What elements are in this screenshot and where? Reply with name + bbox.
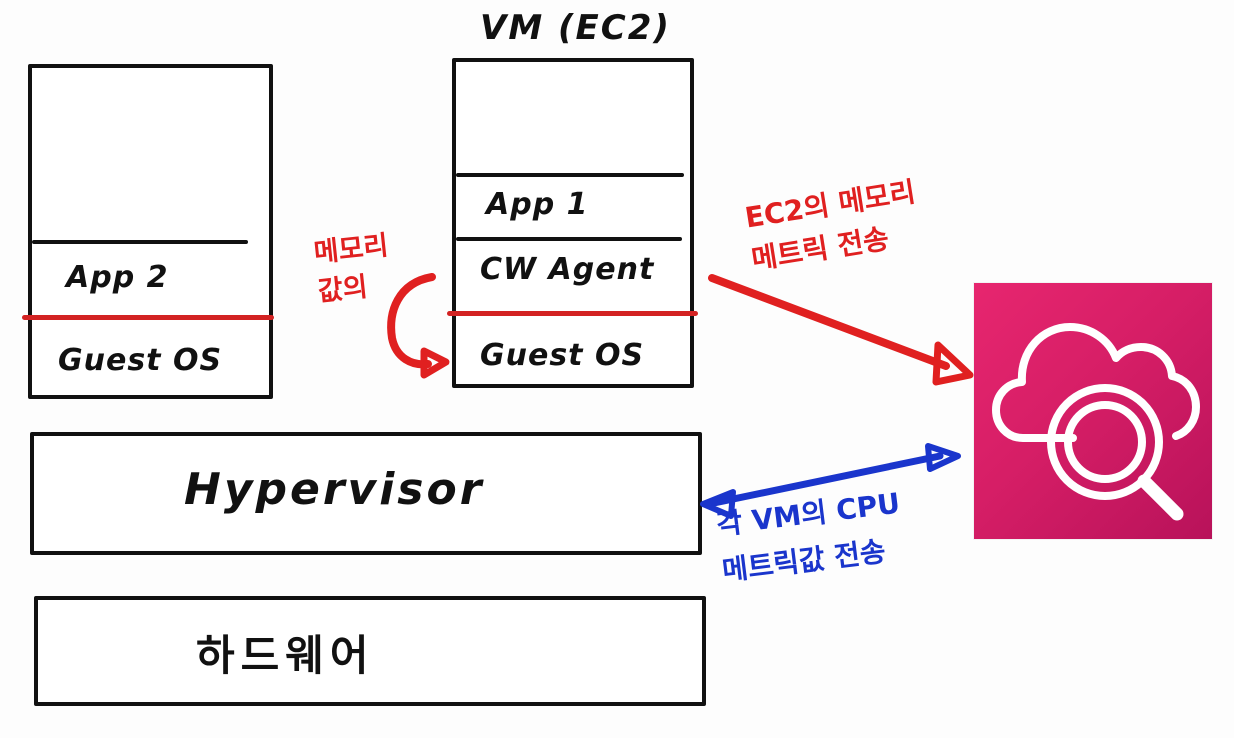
hypervisor-box — [30, 432, 702, 555]
hardware-box — [34, 596, 706, 706]
vm-right-divider-top — [456, 173, 684, 177]
blue-cpu-arrowhead-left — [700, 489, 736, 519]
red-metric-arrow-line — [708, 274, 950, 370]
aws-cloudwatch-tile[interactable] — [974, 283, 1212, 539]
vm-right-section-app1-label: App 1 — [486, 187, 589, 222]
vm-right-divider-red — [447, 311, 698, 316]
vm-left-divider-app — [32, 240, 248, 244]
vm-left-section-app2-label: App 2 — [66, 260, 169, 295]
hardware-label: 하드웨어 — [196, 631, 375, 680]
memory-note-line1: 메모리 — [312, 230, 390, 269]
red-curved-arrow — [387, 273, 436, 369]
vm-left-divider-red — [22, 315, 274, 320]
memory-note-line2: 값의 — [316, 271, 370, 308]
blue-cpu-arrowhead-right — [925, 443, 961, 472]
blue-cpu-arrow-line — [710, 452, 944, 507]
vm-box-left — [28, 64, 273, 399]
hypervisor-label: Hypervisor — [184, 464, 485, 515]
vm-left-section-guestos-label: Guest OS — [58, 343, 223, 378]
aws-cloudwatch-icon — [992, 323, 1200, 521]
vm-right-section-cwagent-label: CW Agent — [480, 252, 655, 287]
red-curved-arrowhead — [420, 347, 450, 379]
red-metric-arrowhead — [932, 341, 974, 386]
vm-right-divider-mid — [456, 237, 682, 241]
vm-box-right-title: VM (EC2) — [480, 8, 671, 48]
vm-right-section-guestos-label: Guest OS — [480, 338, 645, 373]
memory-note-annotation: 메모리 값의 — [312, 226, 394, 312]
vm-box-right — [452, 58, 694, 388]
